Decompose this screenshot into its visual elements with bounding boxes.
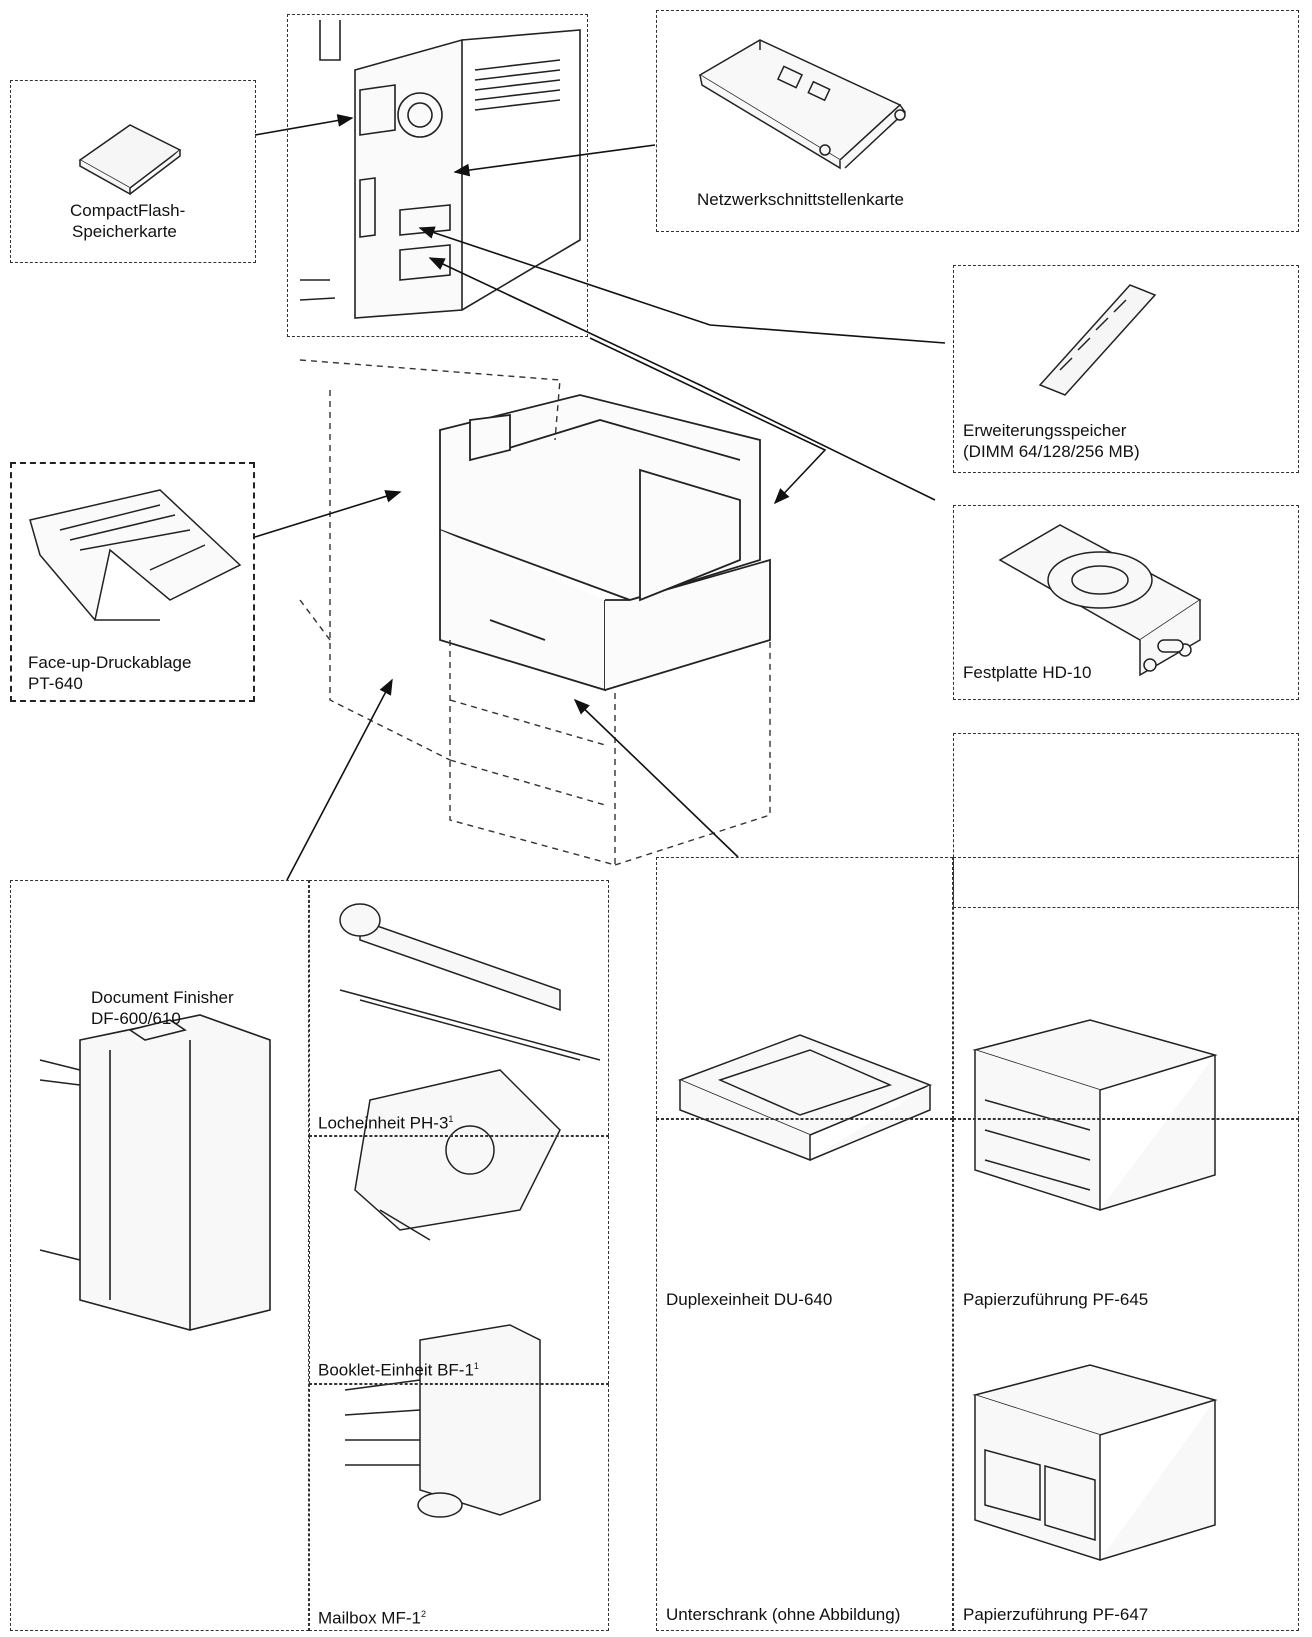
box-network-card: [656, 10, 1299, 232]
box-booklet: [309, 1136, 609, 1384]
label-booklet-unit: Booklet-Einheit BF-11: [318, 1356, 479, 1381]
box-cabinet: [656, 1119, 953, 1631]
arrow-finisher: [286, 678, 393, 881]
box-punch: [309, 880, 609, 1136]
footnote-2: 2: [420, 1609, 426, 1619]
arrow-hard-disk: [428, 257, 936, 501]
box-pf645: [953, 857, 1299, 1119]
finisher-illustration: [39, 1014, 271, 1331]
punch-unit-illustration: [339, 903, 601, 1061]
printer-options-stack-outline: [299, 359, 771, 866]
printer-main-illustration: [439, 394, 771, 692]
paper-feeder-pf645-illustration: [972, 1019, 1218, 1212]
label-memory-line2: (DIMM 64/128/256 MB): [963, 442, 1140, 461]
label-cabinet: Unterschrank (ohne Abbildung): [666, 1605, 901, 1624]
box-duplex: [656, 857, 953, 1119]
label-compactflash-line1: CompactFlash-: [70, 201, 186, 220]
box-mailbox: [309, 1384, 609, 1631]
paper-feeder-pf647-illustration: [972, 1364, 1218, 1562]
label-finisher-line1: Document Finisher: [91, 988, 234, 1007]
label-punch-unit: Locheinheit PH-31: [318, 1109, 453, 1134]
duplex-unit-illustration: [677, 1034, 933, 1162]
arrow-network-card: [453, 144, 656, 177]
compactflash-card-illustration: [78, 124, 182, 196]
box-empty: [953, 733, 1299, 908]
label-hard-disk: Festplatte HD-10: [963, 663, 1092, 682]
label-compactflash-line2: Speicherkarte: [72, 222, 177, 241]
arrow-duplex-slot: [589, 337, 827, 505]
label-memory-line1: Erweiterungsspeicher: [963, 421, 1127, 440]
label-mailbox-text: Mailbox MF-1: [318, 1608, 421, 1628]
footnote-1: 1: [448, 1114, 454, 1124]
arrow-compactflash: [254, 114, 354, 136]
box-face-up-tray: [10, 462, 255, 702]
memory-module-illustration: [1038, 284, 1157, 396]
label-mailbox: Mailbox MF-12: [318, 1604, 426, 1629]
label-face-up-line1: Face-up-Druckablage: [28, 653, 192, 672]
box-interface-panel: [287, 14, 588, 337]
label-pf647: Papierzuführung PF-647: [963, 1605, 1149, 1624]
footnote-1: 1: [473, 1361, 479, 1371]
label-face-up-line2: PT-640: [28, 674, 83, 693]
arrow-face-up-tray: [254, 490, 402, 538]
box-pf647: [953, 1119, 1299, 1631]
label-duplex: Duplexeinheit DU-640: [666, 1290, 833, 1309]
face-up-tray-illustration: [29, 489, 242, 621]
arrow-paper-feeder: [573, 698, 739, 858]
label-punch-text: Locheinheit PH-3: [318, 1113, 449, 1133]
hard-disk-illustration: [998, 524, 1202, 677]
booklet-unit-illustration: [354, 1069, 561, 1241]
arrow-memory: [418, 226, 946, 344]
connector-arrows: [254, 114, 946, 881]
box-finisher: [10, 880, 309, 1631]
box-hard-disk: [953, 505, 1299, 700]
label-booklet-text: Booklet-Einheit BF-1: [318, 1360, 474, 1380]
label-network-card: Netzwerkschnittstellenkarte: [697, 190, 904, 209]
printer-interface-panel-illustration: [299, 20, 581, 319]
mailbox-illustration: [344, 1324, 541, 1518]
box-compactflash: [10, 80, 256, 263]
box-memory: [953, 265, 1299, 473]
label-pf645: Papierzuführung PF-645: [963, 1290, 1149, 1309]
label-finisher-line2: DF-600/610: [91, 1009, 181, 1028]
network-card-illustration: [698, 39, 906, 170]
